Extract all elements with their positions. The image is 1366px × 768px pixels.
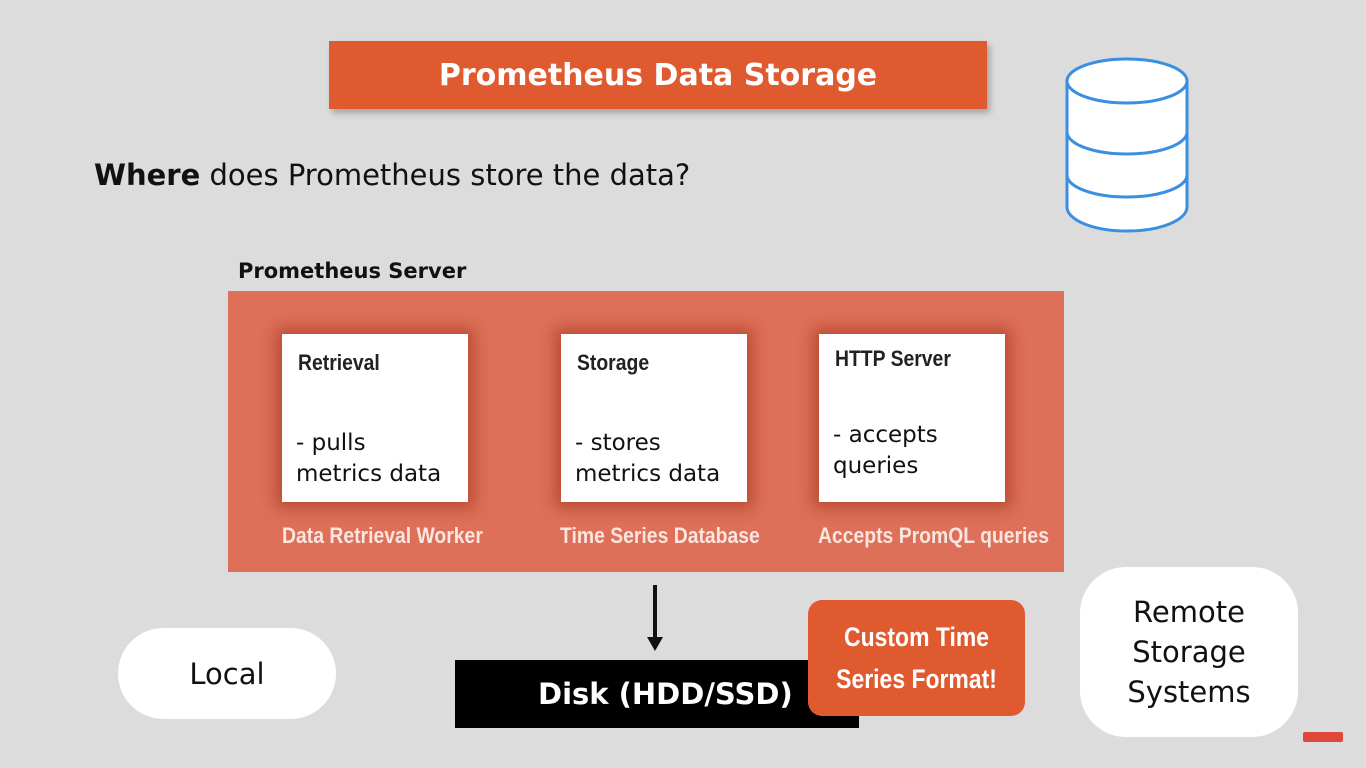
question-bold: Where: [94, 158, 201, 192]
retrieval-description: - pulls metrics data: [296, 430, 442, 487]
custom-format-box: Custom Time Series Format!: [808, 600, 1025, 716]
local-label: Local: [189, 656, 265, 691]
storage-title: Storage: [577, 350, 650, 375]
page-title: Prometheus Data Storage: [438, 57, 878, 93]
remote-storage-pill: Remote Storage Systems: [1080, 567, 1298, 737]
custom-format-label: Custom Time Series Format!: [836, 622, 997, 694]
storage-card: Storage - stores metrics data: [561, 334, 747, 502]
disk-label: Disk (HDD/SSD): [538, 677, 793, 711]
disk-box: Disk (HDD/SSD): [455, 660, 859, 728]
question-rest: does Prometheus store the data?: [200, 158, 691, 192]
remote-storage-label: Remote Storage Systems: [1127, 595, 1251, 709]
storage-description: - stores metrics data: [575, 430, 721, 487]
title-banner: Prometheus Data Storage: [329, 41, 987, 109]
retrieval-card: Retrieval - pulls metrics data: [282, 334, 468, 502]
local-pill: Local: [118, 628, 336, 719]
prometheus-server-box: Retrieval - pulls metrics data Storage -…: [228, 291, 1064, 572]
server-label: Prometheus Server: [238, 259, 467, 283]
http-server-title: HTTP Server: [835, 346, 951, 371]
http-server-caption: Accepts PromQL queries: [818, 523, 1049, 548]
subscribe-badge[interactable]: [1303, 732, 1343, 742]
storage-caption: Time Series Database: [560, 523, 760, 548]
retrieval-caption: Data Retrieval Worker: [282, 523, 483, 548]
http-server-card: HTTP Server - accepts queries: [819, 334, 1005, 502]
database-icon: [1065, 57, 1189, 233]
down-arrow-icon: [647, 585, 663, 651]
question-text: Where does Prometheus store the data?: [94, 158, 690, 192]
retrieval-title: Retrieval: [298, 350, 380, 375]
http-server-description: - accepts queries: [833, 422, 938, 479]
